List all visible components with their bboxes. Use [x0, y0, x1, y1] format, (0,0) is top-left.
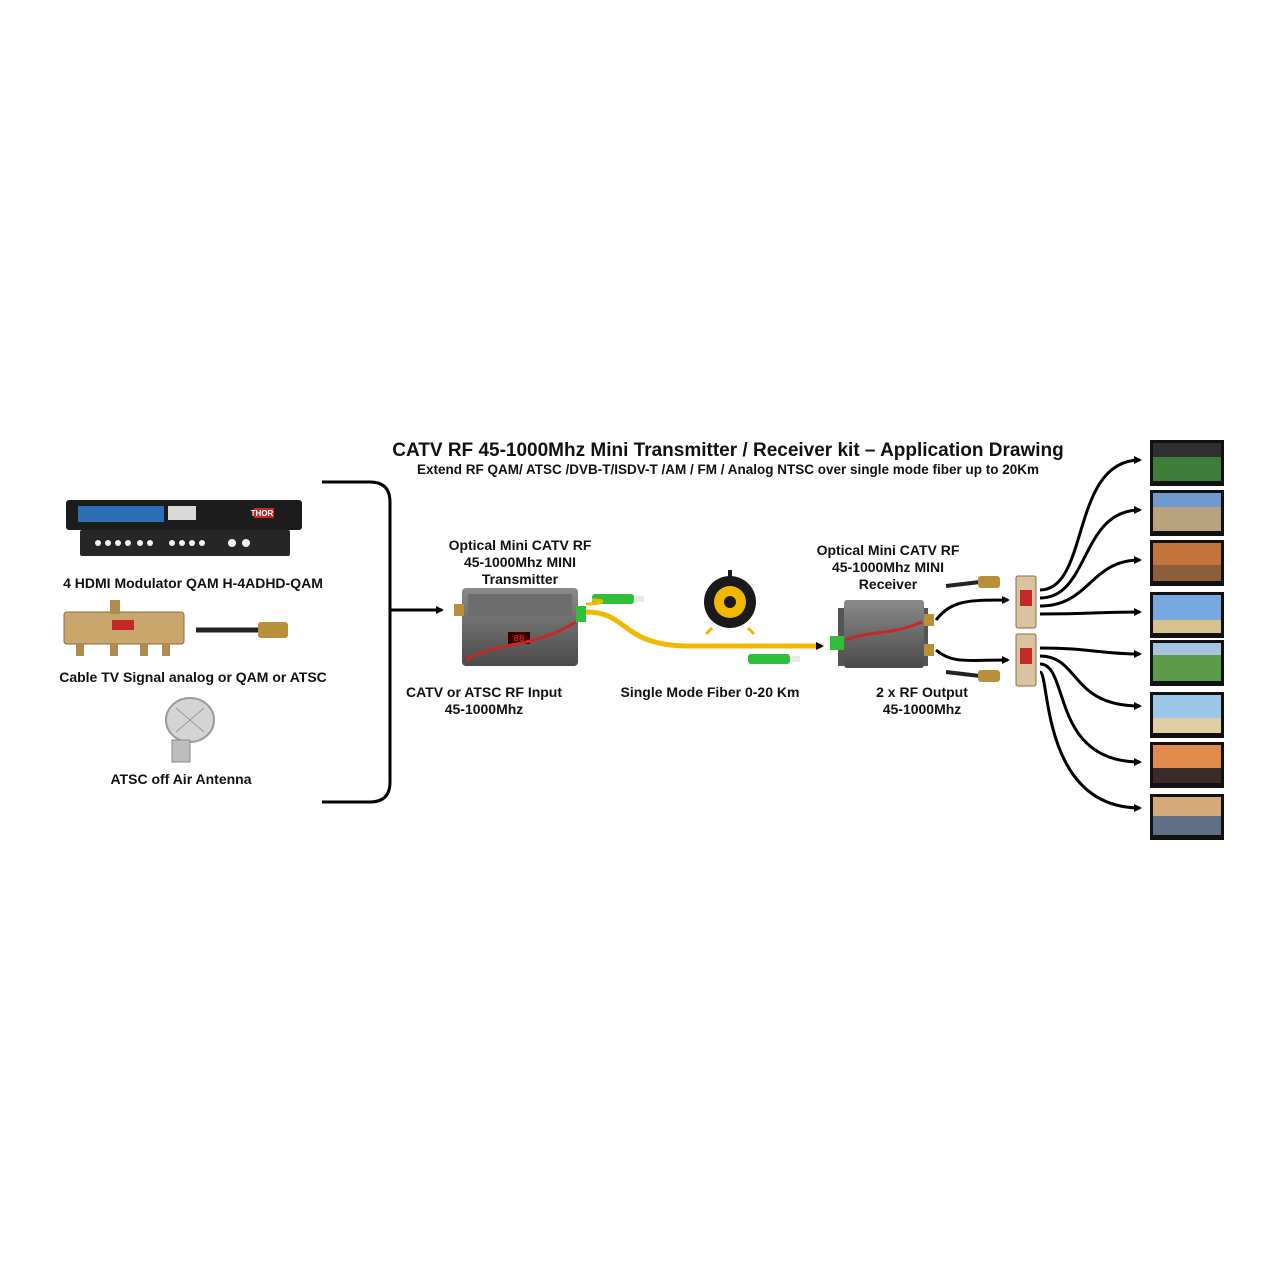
tv-feed-arrow-5	[1039, 646, 1142, 658]
fiber-cable	[585, 609, 812, 649]
fiber-reel-icon	[704, 570, 756, 636]
tv-screen-7	[1150, 742, 1224, 788]
tv-feed-arrow-7	[1039, 662, 1142, 766]
modulator-brand-text: THOR	[251, 509, 274, 518]
transmitter-title-line3: Transmitter	[481, 571, 559, 587]
rf-connector-top	[945, 576, 1000, 588]
receiver-title-line3: Receiver	[858, 576, 918, 592]
fiber-connector-rx	[748, 654, 800, 664]
transmitter-title-line1: Optical Mini CATV RF	[448, 537, 592, 553]
antenna-label: ATSC off Air Antenna	[110, 771, 252, 787]
receiver-title: Optical Mini CATV RF 45-1000Mhz MINI Rec…	[788, 542, 988, 593]
tv-screen-1	[1150, 440, 1224, 486]
rf-connector-bottom	[945, 670, 1000, 682]
rf-output-cable-2	[935, 648, 1010, 665]
tv-feed-arrow-6	[1039, 654, 1142, 710]
tv-screen-6	[1150, 692, 1224, 738]
splitter-label: Cable TV Signal analog or QAM or ATSC	[59, 669, 327, 685]
tv-feed-arrow-1	[1039, 456, 1142, 592]
transmitter-input-label: CATV or ATSC RF Input 45-1000Mhz	[384, 684, 584, 718]
transmitter-input-line1: CATV or ATSC RF Input	[405, 684, 563, 700]
tv-screen-3	[1150, 540, 1224, 586]
rf-output-cable-1	[934, 596, 1010, 621]
output-splitter-2	[1015, 633, 1037, 687]
output-splitter-1	[1015, 575, 1037, 629]
transmitter-title-line2: 45-1000Mhz MINI	[463, 554, 577, 570]
transmitter-title: Optical Mini CATV RF 45-1000Mhz MINI Tra…	[420, 537, 620, 588]
receiver-output-label: 2 x RF Output 45-1000Mhz	[830, 684, 1014, 718]
receiver-device	[830, 600, 934, 668]
tv-screen-4	[1150, 592, 1224, 638]
tv-feed-arrow-3	[1039, 556, 1142, 608]
modulator-label: 4 HDMI Modulator QAM H-4ADHD-QAM	[63, 575, 323, 591]
receiver-output-line1: 2 x RF Output	[876, 684, 968, 700]
receiver-title-line2: 45-1000Mhz MINI	[831, 559, 945, 575]
diagram-subtitle: Extend RF QAM/ ATSC /DVB-T/ISDV-T /AM / …	[416, 462, 1040, 477]
tv-screen-5	[1150, 640, 1224, 686]
diagram-title: CATV RF 45-1000Mhz Mini Transmitter / Re…	[392, 440, 1064, 461]
tv-feed-arrow-4	[1039, 608, 1142, 617]
receiver-output-line2: 45-1000Mhz	[882, 701, 962, 717]
tv-feed-arrow-8	[1038, 670, 1142, 812]
receiver-title-line1: Optical Mini CATV RF	[816, 542, 960, 558]
svg-text:88: 88	[514, 634, 525, 644]
cable-tv-splitter-device	[63, 600, 288, 656]
hdmi-modulator-device: THOR	[66, 500, 302, 556]
atsc-antenna-device	[165, 697, 215, 763]
tv-feed-arrow-2	[1039, 506, 1142, 600]
transmitter-input-line2: 45-1000Mhz	[444, 701, 524, 717]
transmitter-device: 88	[454, 588, 586, 666]
source-bracket	[322, 480, 392, 804]
tv-screen-8	[1150, 794, 1224, 840]
tv-screen-2	[1150, 490, 1224, 536]
fiber-label: Single Mode Fiber 0-20 Km	[620, 684, 800, 700]
tv-screens	[1150, 440, 1224, 840]
